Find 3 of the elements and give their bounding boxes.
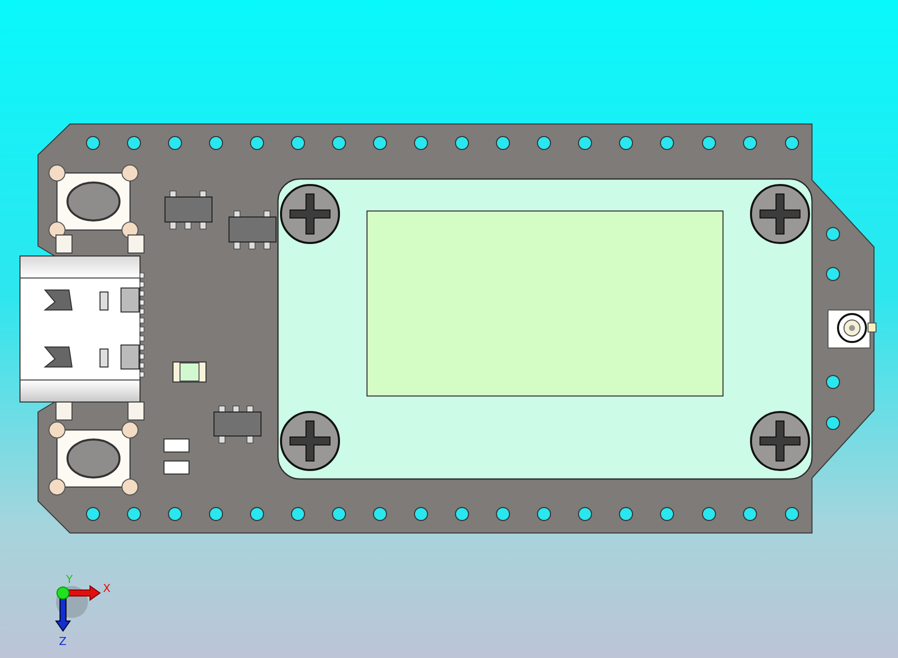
axis-label: Y <box>66 574 73 586</box>
axis-label: Z <box>59 636 67 648</box>
axis-label: X <box>103 583 111 595</box>
